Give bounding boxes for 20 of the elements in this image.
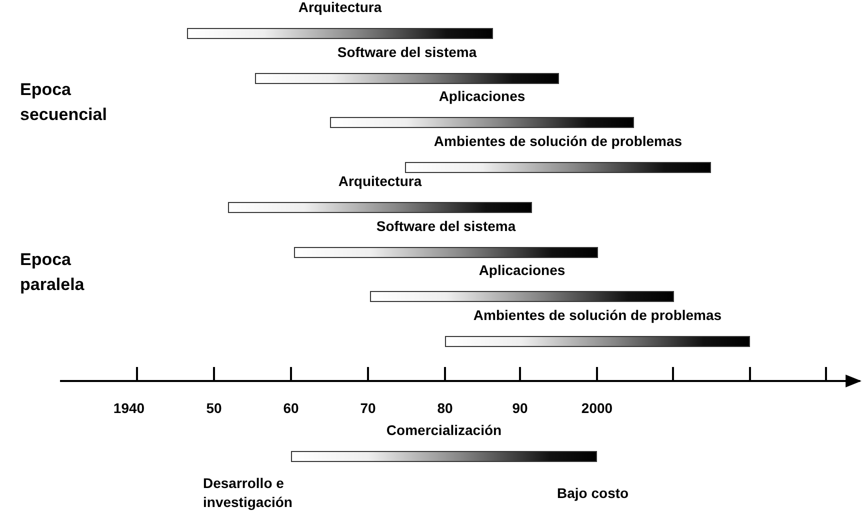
tick-label: 80 [437, 400, 453, 416]
tick-label: 50 [206, 400, 222, 416]
bar-label: Arquitectura [298, 0, 382, 15]
bar-label: Software del sistema [376, 218, 516, 234]
tick-label: 60 [283, 400, 299, 416]
bar-label: Comercialización [386, 422, 502, 438]
tick-label: 1940 [113, 400, 145, 416]
bar-label: Aplicaciones [438, 88, 526, 104]
tick-label: 90 [512, 400, 528, 416]
bar-end-label: Desarrollo e investigación [203, 474, 289, 512]
bar-label: Ambientes de solución de problemas [434, 133, 682, 149]
bar-label: Arquitectura [338, 173, 422, 189]
bar-end-label: Bajo costo [557, 484, 630, 503]
tick-label: 2000 [581, 400, 613, 416]
era-label: Epoca paralela [20, 249, 86, 296]
bar-label: Software del sistema [337, 44, 477, 60]
bar-label: Ambientes de solución de problemas [473, 307, 722, 323]
tick-label: 70 [360, 400, 376, 416]
bar-label: Aplicaciones [478, 262, 566, 278]
era-label: Epoca secuencial [20, 79, 108, 126]
